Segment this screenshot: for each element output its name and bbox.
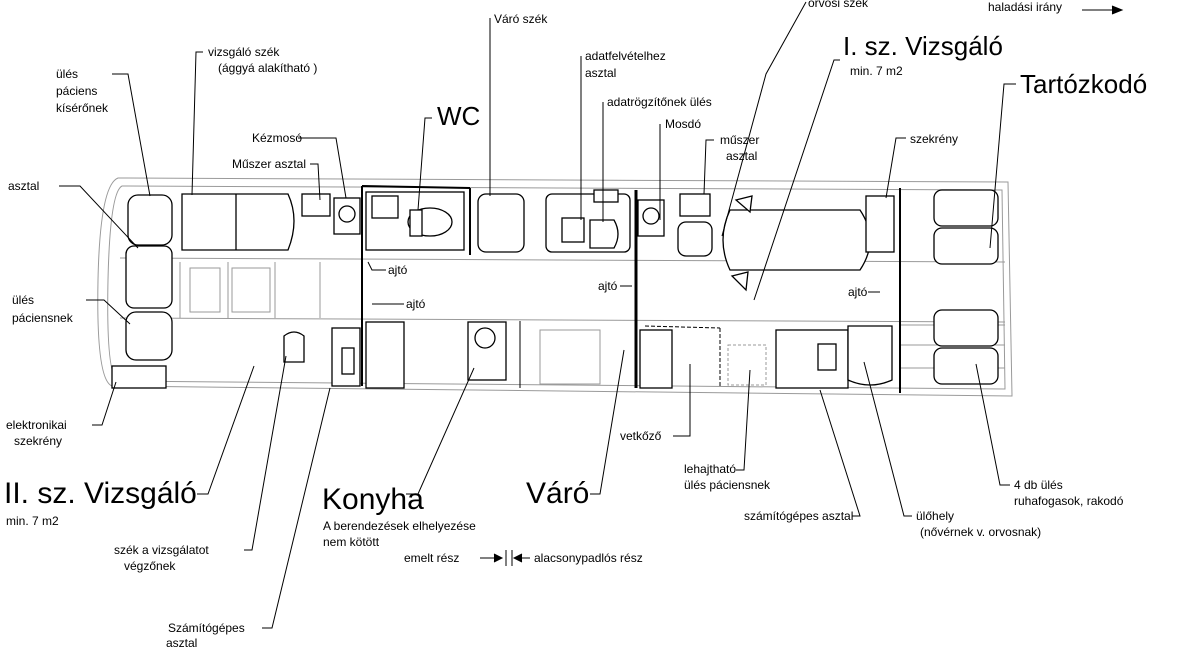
kitchen-note-2: nem kötött bbox=[323, 535, 380, 549]
wc-label: WC bbox=[437, 101, 481, 131]
door-label-1: ajtó bbox=[388, 263, 408, 277]
exam-bed bbox=[722, 209, 871, 271]
examiner-chair-label-1: szék a vizsgálatot bbox=[114, 543, 209, 557]
companion-seat-label-3: kísérőnek bbox=[56, 101, 109, 115]
waiting-chair bbox=[477, 193, 525, 253]
seat-companion bbox=[127, 194, 173, 246]
seat-right-1 bbox=[933, 189, 999, 227]
sink-label: Mosdó bbox=[665, 117, 702, 131]
electronics-label-1: elektronikai bbox=[6, 418, 67, 432]
patient-seat-label-1: ülés bbox=[12, 293, 35, 307]
hand-basin-label: Kézmosó bbox=[252, 131, 303, 145]
nurse-seat bbox=[847, 325, 893, 386]
leader-lines bbox=[59, 1, 1124, 629]
instrument-table bbox=[301, 193, 331, 217]
kitchen-title: Konyha bbox=[322, 483, 424, 516]
furniture bbox=[111, 189, 999, 389]
data-entry-label-1: adatfelvételhez bbox=[585, 49, 666, 63]
door-label-2: ajtó bbox=[406, 297, 426, 311]
room1-area: min. 7 m2 bbox=[850, 64, 903, 78]
data-entry-label-2: asztal bbox=[585, 66, 617, 80]
instrument-table-2 bbox=[679, 193, 711, 217]
walls bbox=[361, 185, 901, 393]
data-entry-desk bbox=[545, 193, 631, 253]
computer-desk-label: számítógépes asztal bbox=[744, 509, 854, 523]
electronics-cabinet bbox=[111, 365, 167, 389]
electronics-label-2: szekrény bbox=[14, 434, 63, 448]
cabinet-right bbox=[865, 195, 895, 253]
seat-patient bbox=[125, 311, 173, 361]
low-floor-section-label: alacsonypadlós rész bbox=[534, 551, 643, 565]
exam-chair bbox=[181, 193, 295, 251]
companion-seat-label-1: ülés bbox=[56, 67, 79, 81]
cabinet-label: szekrény bbox=[910, 132, 959, 146]
changing-label: vetkőző bbox=[620, 429, 662, 443]
table-left bbox=[125, 245, 173, 309]
instrument-table-2-label-2: asztal bbox=[726, 149, 758, 163]
room1-title: I. sz. Vizsgáló bbox=[843, 31, 1003, 61]
seat-right-3 bbox=[933, 309, 999, 347]
instrument-table-2-label-1: műszer bbox=[720, 133, 760, 147]
kitchen-note-1: A berendezések elhelyezése bbox=[323, 519, 476, 533]
patient-seat-label-2: páciensnek bbox=[12, 311, 73, 325]
doctor-chair-label: orvosi szék bbox=[808, 0, 869, 10]
seat-right-4 bbox=[933, 347, 999, 385]
computer-desk-left-label-1: Számítógépes bbox=[168, 621, 245, 635]
computer-desk-left-label-2: asztal bbox=[166, 636, 198, 650]
seat-right-2 bbox=[933, 227, 999, 265]
examiner-chair-label-2: végzőnek bbox=[124, 559, 176, 573]
raised-section-label: emelt rész bbox=[404, 551, 460, 565]
room2-title: II. sz. Vizsgáló bbox=[4, 477, 197, 510]
room2-area: min. 7 m2 bbox=[6, 514, 59, 528]
four-seats-label-2: ruhafogasok, rakodó bbox=[1014, 494, 1124, 508]
doctor-chair bbox=[677, 221, 713, 257]
exam-chair-label: vizsgáló szék bbox=[208, 45, 280, 59]
door-label-3: ajtó bbox=[598, 279, 618, 293]
nurse-seat-label-1: ülőhely bbox=[916, 509, 955, 523]
data-recorder-label: adatrögzítőnek ülés bbox=[607, 95, 712, 109]
changing-booth bbox=[639, 329, 673, 389]
waiting-chair-label: Váró szék bbox=[494, 12, 548, 26]
data-recorder-seat bbox=[589, 219, 619, 249]
kitchen-unit bbox=[365, 321, 405, 389]
direction-label: haladási irány bbox=[988, 0, 1063, 14]
folding-seat-label-1: lehajtható bbox=[684, 462, 737, 476]
folding-seat-label-2: ülés páciensnek bbox=[684, 478, 771, 492]
companion-seat-label-2: páciens bbox=[56, 84, 98, 98]
waiting-room-title: Váró bbox=[526, 477, 590, 510]
exam-chair-note: (ággyá alakítható ) bbox=[218, 61, 318, 75]
instrument-table-label: Műszer asztal bbox=[232, 157, 307, 171]
examiner-chair bbox=[283, 331, 305, 363]
table-label: asztal bbox=[8, 179, 40, 193]
nurse-seat-label-2: (nővérnek v. orvosnak) bbox=[920, 525, 1042, 539]
computer-desk-right bbox=[775, 329, 849, 389]
lounge-title: Tartózkodó bbox=[1020, 69, 1148, 99]
four-seats-label-1: 4 db ülés bbox=[1014, 478, 1063, 492]
door-label-4: ajtó bbox=[848, 285, 868, 299]
